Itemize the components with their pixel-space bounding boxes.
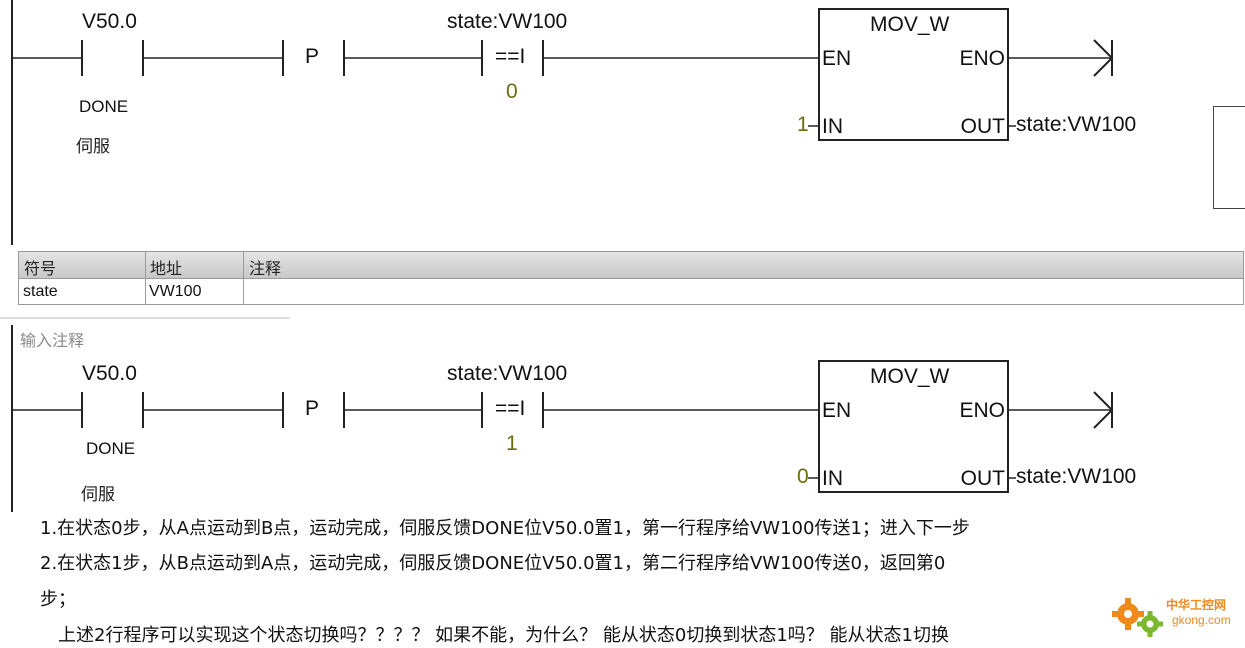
mov-w-block-2[interactable]: MOV_W EN ENO IN OUT: [818, 360, 1009, 493]
rung-2-wires: [12, 391, 1114, 479]
block-2-out: OUT: [960, 467, 1005, 490]
header-symbol[interactable]: 符号: [24, 259, 57, 278]
cell-divider: [145, 279, 146, 304]
network-1: V50.0 DONE 伺服 P state:VW100 ==I 0 MOV_W …: [0, 0, 1245, 245]
header-comment[interactable]: 注释: [249, 259, 282, 278]
block-2-in: IN: [822, 467, 843, 490]
compare-1-operand[interactable]: state:VW100: [447, 10, 568, 33]
contact-2-comment: 伺服: [81, 485, 115, 505]
network-2-comment[interactable]: 输入注释: [20, 331, 85, 350]
cell-address[interactable]: VW100: [149, 283, 202, 300]
block-1-in-value[interactable]: 1: [797, 113, 809, 136]
block-1-en: EN: [822, 47, 852, 70]
block-1-eno: ENO: [959, 47, 1005, 70]
mov-w-block-1[interactable]: MOV_W EN ENO IN OUT: [818, 8, 1009, 141]
block-2-eno: ENO: [959, 399, 1005, 422]
ladder-wires: [0, 0, 1114, 512]
compare-2-operator[interactable]: ==I: [495, 397, 526, 420]
contact-1-address[interactable]: V50.0: [82, 10, 137, 33]
contact-2-address[interactable]: V50.0: [82, 362, 137, 385]
question-line-2: 2.在状态1步，从B点运动到A点，运动完成，伺服反馈DONE位V50.0置1，第…: [40, 553, 946, 574]
positive-transition-2[interactable]: P: [305, 397, 320, 420]
header-address[interactable]: 地址: [150, 259, 183, 278]
contact-1-symbol: DONE: [79, 97, 129, 116]
rung-1-wires: [12, 39, 1114, 127]
question-line-3: 步；: [40, 589, 76, 610]
symbol-table: 符号 地址 注释 state VW100: [18, 251, 1244, 305]
contact-2-symbol: DONE: [86, 439, 136, 458]
cell-divider: [243, 279, 244, 304]
contact-1-comment: 伺服: [76, 137, 110, 157]
block-2-en: EN: [822, 399, 852, 422]
block-1-in: IN: [822, 115, 843, 138]
compare-1-operator[interactable]: ==I: [495, 45, 526, 68]
block-1-title: MOV_W: [870, 13, 950, 36]
block-1-out-value[interactable]: state:VW100: [1016, 113, 1137, 136]
watermark-url: gkong.com: [1172, 613, 1231, 627]
block-2-out-value[interactable]: state:VW100: [1016, 465, 1137, 488]
symbol-table-header: 符号 地址 注释: [19, 252, 1243, 279]
compare-2-value[interactable]: 1: [506, 432, 518, 455]
header-divider: [145, 252, 146, 278]
header-divider: [243, 252, 244, 278]
positive-transition-1[interactable]: P: [305, 45, 320, 68]
block-1-out: OUT: [960, 115, 1005, 138]
table-row[interactable]: state VW100: [19, 279, 1243, 304]
compare-2-operand[interactable]: state:VW100: [447, 362, 568, 385]
network-2: V50.0 DONE 伺服 P state:VW100 ==I 1 MOV_W …: [0, 352, 1245, 512]
question-line-4: 上述2行程序可以实现这个状态切换吗？？？？ 如果不能，为什么？ 能从状态0切换到…: [58, 625, 949, 646]
gear-logo-icon: [1112, 598, 1163, 637]
right-partial-panel: [1213, 106, 1245, 209]
compare-1-value[interactable]: 0: [506, 80, 518, 103]
question-text: 1.在状态0步，从A点运动到B点，运动完成，伺服反馈DONE位V50.0置1，第…: [0, 512, 1245, 648]
block-2-title: MOV_W: [870, 365, 950, 388]
block-2-in-value[interactable]: 0: [797, 465, 809, 488]
question-line-1: 1.在状态0步，从A点运动到B点，运动完成，伺服反馈DONE位V50.0置1，第…: [40, 518, 970, 539]
gkong-watermark: 中华工控网 gkong.com: [1108, 590, 1243, 642]
cell-symbol[interactable]: state: [23, 283, 58, 300]
watermark-title: 中华工控网: [1166, 598, 1227, 612]
